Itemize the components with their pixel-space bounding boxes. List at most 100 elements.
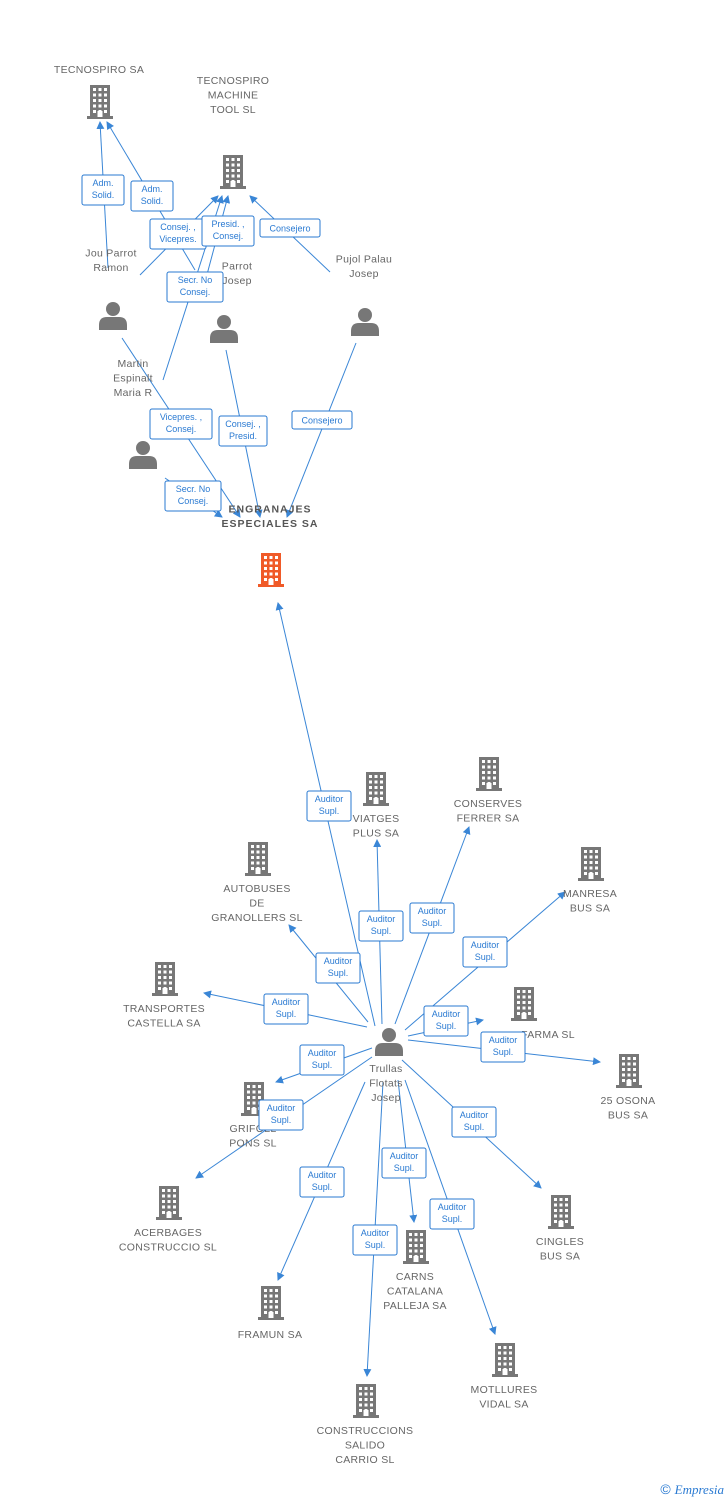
- node-label: TRANSPORTES: [123, 1003, 205, 1015]
- edge-label-jou_parrot-to-engranajes[interactable]: Vicepres. ,Consej.: [149, 408, 213, 440]
- node-label: ESPECIALES SA: [221, 518, 318, 530]
- building-icon: [87, 85, 113, 119]
- edge-pujol-to-engranajes: [285, 342, 357, 518]
- edge-label-pujol-to-engranajes[interactable]: Consejero: [291, 410, 353, 430]
- edge-label-jou_parrot-to-tecnospiro[interactable]: Adm.Solid.: [81, 174, 125, 206]
- edge-label-text: Consej.: [178, 496, 209, 506]
- node-label: Martin: [118, 358, 149, 370]
- node-label: Maria R: [114, 387, 153, 399]
- person-icon: [99, 302, 127, 330]
- node-transportes[interactable]: TRANSPORTES CASTELLA SA: [123, 962, 205, 1030]
- node-label: TECNOSPIRO: [197, 75, 269, 87]
- node-tecnospiro[interactable]: TECNOSPIRO SA: [54, 64, 144, 119]
- edge-label-text: Adm.: [141, 184, 162, 194]
- node-label: Flotats: [369, 1078, 403, 1090]
- node-viatges[interactable]: VIATGES PLUS SA: [353, 772, 400, 840]
- edge-label-text: Auditor: [460, 1110, 489, 1120]
- edge-label-text: Auditor: [438, 1202, 467, 1212]
- edge-label-jou_parrot-to-tecnospiro_machine[interactable]: Consej. ,Vicepres.: [149, 218, 207, 250]
- node-label: Ramon: [93, 262, 128, 274]
- edge-label-text: Supl.: [312, 1060, 333, 1070]
- edge-label-text: Presid. ,: [211, 219, 244, 229]
- node-label: CONSTRUCCIONS: [317, 1425, 414, 1437]
- node-label: ENGRANAJES: [229, 504, 312, 516]
- node-label: PLUS SA: [353, 828, 399, 840]
- node-label: SALIDO: [345, 1440, 385, 1452]
- edge-label-text: Auditor: [367, 914, 396, 924]
- node-label: MANRESA: [563, 888, 617, 900]
- edge-label-text: Presid.: [229, 431, 257, 441]
- building-icon: [578, 847, 604, 881]
- node-label: TECNOSPIRO SA: [54, 64, 144, 76]
- person-icon: [351, 308, 379, 336]
- node-engranajes[interactable]: ENGRANAJES ESPECIALES SA: [221, 504, 318, 588]
- node-framun[interactable]: FRAMUN SA: [238, 1286, 303, 1341]
- edge-label-text: Supl.: [371, 926, 392, 936]
- node-label: PONS SL: [229, 1138, 277, 1150]
- edge-label-text: Supl.: [493, 1047, 514, 1057]
- edge-label-parrot_josep-to-engranajes[interactable]: Consej. , Presid.: [218, 415, 268, 447]
- building-icon: [156, 1186, 182, 1220]
- node-label: Trullas: [369, 1063, 402, 1075]
- edge-label-parrot_josep-to-tecnospiro_machine[interactable]: Presid. ,Consej.: [201, 215, 255, 247]
- edge-label-text: Consejero: [269, 224, 310, 234]
- edge-label-text: Secr. No: [178, 275, 213, 285]
- edge-label-text: Solid.: [92, 190, 115, 200]
- node-label: FERRER SA: [457, 813, 520, 825]
- building-icon: [511, 987, 537, 1021]
- edge-label-text: Supl.: [312, 1182, 333, 1192]
- node-farma[interactable]: FARMA SL: [511, 987, 575, 1041]
- node-label: Jou Parrot: [85, 248, 136, 260]
- edge-label-text: Supl.: [365, 1240, 386, 1250]
- edge-label-text: Auditor: [390, 1151, 419, 1161]
- edge-label-text: Consej. ,: [225, 419, 261, 429]
- edge-label-text: Supl.: [276, 1009, 297, 1019]
- node-label: CASTELLA SA: [127, 1018, 200, 1030]
- node-label: PALLEJA SA: [383, 1300, 447, 1312]
- edge-label-text: Auditor: [272, 997, 301, 1007]
- edge-label-text: Auditor: [308, 1048, 337, 1058]
- edge-label-parrot_josep-to-tecnospiro[interactable]: Adm.Solid.: [130, 180, 174, 212]
- edge-label-pujol-to-tecnospiro_machine[interactable]: Consejero: [259, 218, 321, 238]
- building-icon: [616, 1054, 642, 1088]
- edge-labels-layer: Adm.Solid.Adm.Solid.Consej. ,Vicepres.Pr…: [81, 174, 526, 1256]
- footer-brand[interactable]: ©Empresia: [660, 1481, 724, 1498]
- brand-logo: Empresia: [674, 1482, 724, 1497]
- building-icon: [258, 1286, 284, 1320]
- node-label: VIATGES: [353, 813, 400, 825]
